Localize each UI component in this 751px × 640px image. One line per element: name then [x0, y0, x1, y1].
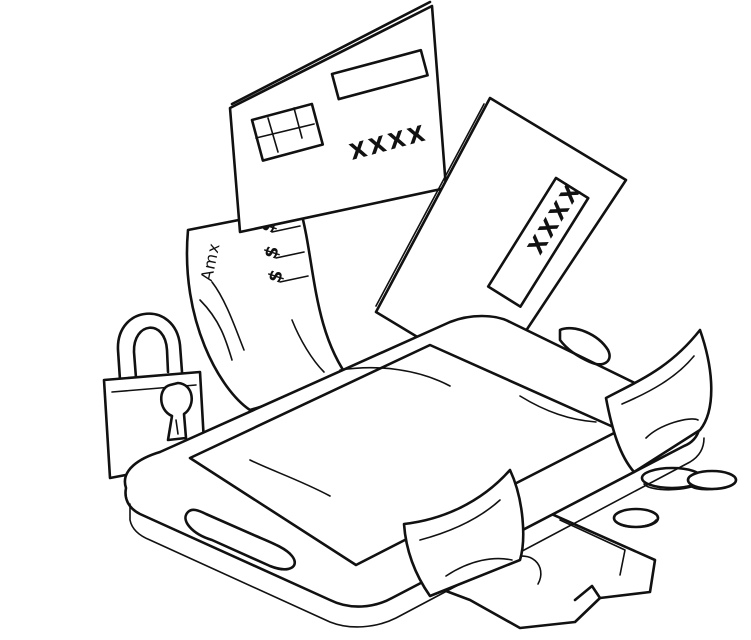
banknote-front [402, 468, 525, 598]
banknote-right [604, 328, 713, 474]
credit-card-front: XXXX [228, 0, 448, 234]
receipt-dollar-2: $ [260, 240, 285, 261]
receipt: Amx $ $ $ [185, 206, 352, 412]
credit-card-back: XXXX [374, 96, 628, 384]
receipt-dollar-3: $ [264, 264, 289, 285]
coins [612, 466, 738, 529]
